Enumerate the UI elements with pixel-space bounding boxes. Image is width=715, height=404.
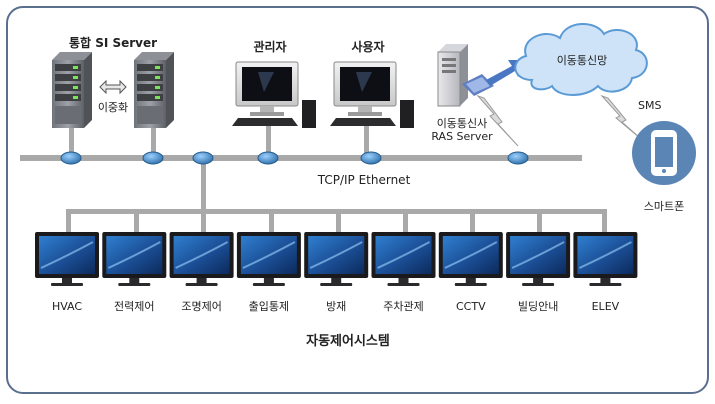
subsystem-monitor: 전력제어 [102, 232, 167, 313]
redundancy-arrow-icon [99, 79, 127, 95]
subsystem-monitors: HVAC 전력제어 조명제어 출입통제 방재 주차관제 CCTV 빌딩안내 ELEV [35, 232, 638, 313]
subsystem-label: ELEV [592, 300, 620, 313]
ras-label-line2: RAS Server [431, 130, 493, 143]
router-icon [60, 151, 82, 165]
diagram-frame [6, 6, 709, 394]
wireless-link-sms-icon [600, 94, 641, 139]
subsystem-monitor: 방재 [304, 232, 369, 313]
subsystem-label: 주차관제 [383, 300, 423, 313]
router-icon [257, 151, 279, 165]
ethernet-backbone [20, 126, 582, 211]
sms-label: SMS [638, 99, 661, 112]
router-icon [507, 151, 529, 165]
si-server-left [52, 52, 92, 128]
router-icon [360, 151, 382, 165]
subsystem-label: HVAC [52, 300, 82, 313]
wireless-link-ras-icon [476, 94, 519, 147]
subsystem-label: 출입통제 [249, 300, 289, 313]
ras-label-line1: 이동통신사 [437, 117, 488, 130]
si-server-right [134, 52, 174, 128]
subsystem-label: 전력제어 [114, 300, 154, 313]
subsystem-monitor: 빌딩안내 [506, 232, 571, 313]
router-icons [60, 151, 529, 165]
subsystem-monitor: CCTV [438, 232, 503, 313]
mobile-network-label: 이동통신망 [557, 54, 608, 67]
admin-label: 관리자 [253, 39, 286, 54]
smartphone-icon [632, 121, 696, 185]
network-label: TCP/IP Ethernet [317, 173, 411, 187]
user-pc-icon [330, 61, 414, 128]
smartphone-label: 스마트폰 [644, 200, 684, 213]
subsystem-monitor: 출입통제 [236, 232, 301, 313]
subsystem-bus [66, 209, 607, 233]
ras-server-icon [437, 44, 494, 107]
subsystem-label: CCTV [456, 300, 486, 313]
si-server-title: 통합 SI Server [69, 35, 157, 50]
subsystem-label: 빌딩안내 [518, 300, 558, 313]
mobile-network-cloud-icon [514, 22, 648, 96]
router-icon [142, 151, 164, 165]
subsystem-label: 조명제어 [181, 300, 221, 313]
footer-title: 자동제어시스템 [306, 333, 390, 349]
subsystem-label: 방재 [326, 300, 346, 313]
subsystem-monitor: 조명제어 [169, 232, 234, 313]
user-label: 사용자 [351, 39, 384, 54]
redundancy-label: 이중화 [98, 101, 128, 114]
subsystem-monitor: ELEV [573, 232, 638, 313]
admin-pc-icon [232, 61, 316, 128]
router-icon [192, 151, 214, 165]
subsystem-monitor: 주차관제 [371, 232, 436, 313]
subsystem-monitor: HVAC [35, 232, 99, 313]
